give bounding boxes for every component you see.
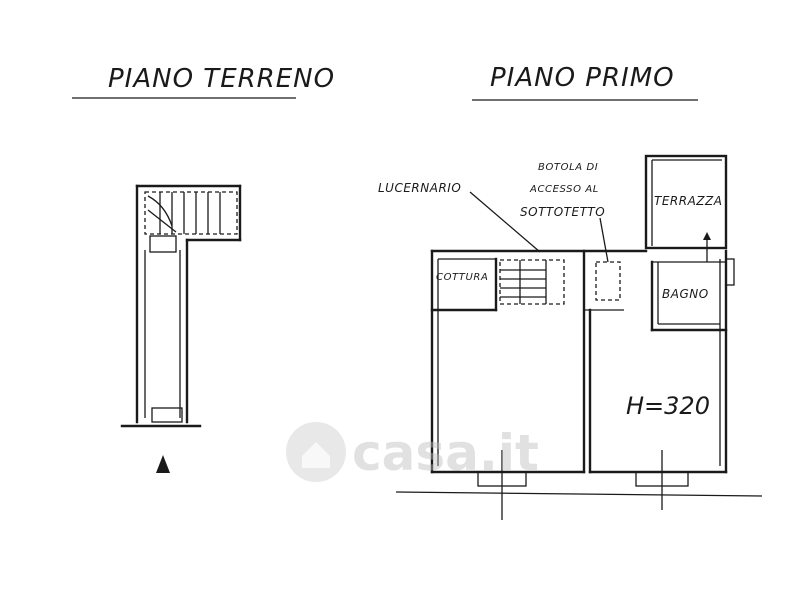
window-left bbox=[477, 450, 527, 520]
hatch-label-line2: ACCESSO AL bbox=[529, 184, 599, 195]
casa-watermark: casa.it bbox=[286, 422, 539, 482]
skylight-leader-line bbox=[469, 191, 541, 253]
bathroom-room bbox=[650, 258, 735, 332]
first-floor-plan bbox=[395, 154, 763, 520]
hatch-label-line1: BOTOLA DI bbox=[538, 162, 598, 173]
entrance-arrow-icon bbox=[156, 455, 170, 473]
cooking-label: COTTURA bbox=[436, 272, 488, 283]
ground-floor-plan bbox=[120, 184, 242, 473]
hatch-label-line3: SOTTOTETTO bbox=[520, 205, 605, 219]
watermark-text: casa.it bbox=[352, 424, 539, 482]
first-floor-title: PIANO PRIMO bbox=[490, 63, 675, 93]
terrace-door-arrow-icon bbox=[703, 232, 711, 262]
ground-floor-title: PIANO TERRENO bbox=[108, 64, 335, 94]
first-floor-staircase bbox=[499, 259, 565, 305]
window-right bbox=[635, 450, 689, 510]
attic-hatch bbox=[595, 261, 621, 301]
hatch-leader-line bbox=[599, 217, 609, 263]
terrace-room bbox=[644, 154, 728, 250]
terrace-label: TERRAZZA bbox=[654, 194, 722, 208]
ground-floor-staircase bbox=[144, 191, 238, 253]
ceiling-height-label: H=320 bbox=[626, 392, 710, 420]
bathroom-label: BAGNO bbox=[662, 287, 709, 301]
skylight-label: LUCERNARIO bbox=[378, 181, 461, 195]
